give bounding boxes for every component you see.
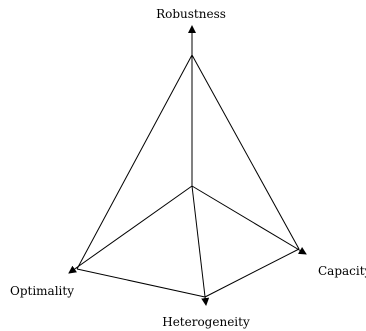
edge-optimality-heterogeneity (76, 268, 206, 298)
edge-robustness-optimality (76, 54, 193, 270)
label-capacity: Capacity (318, 264, 366, 278)
axis-optimality (68, 185, 193, 274)
axis-heterogeneity (191, 185, 210, 306)
label-heterogeneity: Heterogeneity (162, 315, 250, 329)
axis-capacity (191, 185, 307, 255)
label-robustness: Robustness (156, 7, 226, 21)
label-optimality: Optimality (10, 284, 74, 298)
edge-heterogeneity-capacity (204, 248, 300, 298)
edge-robustness-capacity (191, 54, 300, 250)
